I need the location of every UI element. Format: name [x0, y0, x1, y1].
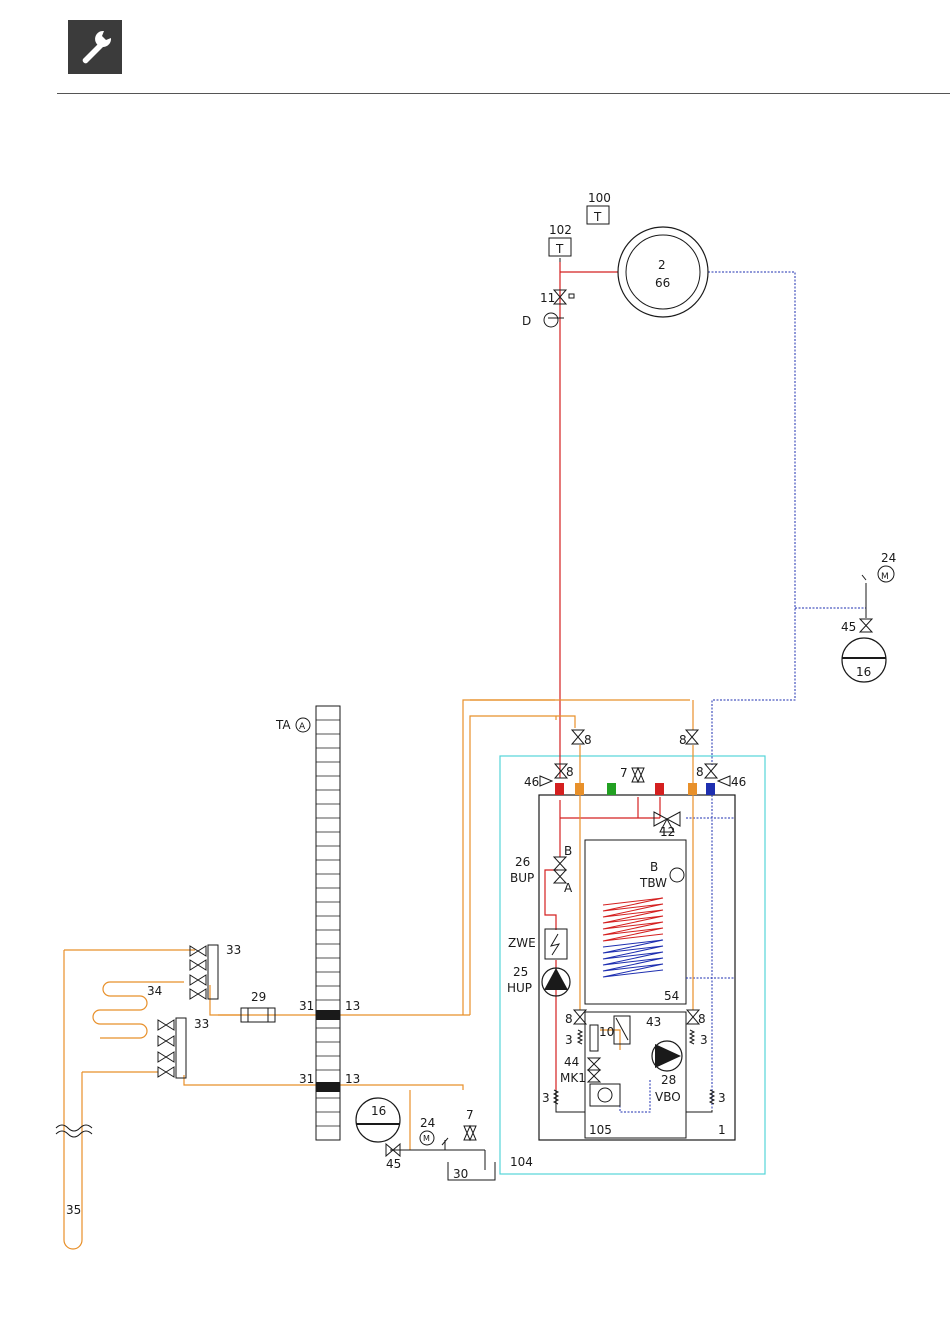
compressor-icon: [598, 1088, 612, 1102]
mixer-mk1: [588, 1058, 600, 1082]
hup-25-label: 25: [513, 965, 528, 979]
sensor-100-symbol: T: [593, 210, 602, 224]
tbw-name-label: TBW: [639, 876, 667, 890]
connector-red-2: [655, 783, 664, 795]
spring-3-mid-left-label: 3: [565, 1033, 573, 1047]
manifold-33b: [176, 1018, 186, 1078]
ta-label: TA: [275, 718, 291, 732]
wall-13b-label: 13: [345, 1072, 360, 1086]
manifold-33a-label: 33: [226, 943, 241, 957]
valve-8-top-left-label: 8: [584, 733, 592, 747]
component-10-label: 10: [599, 1025, 614, 1039]
brine-pipe: [64, 700, 693, 1249]
auxiliary-heater: [545, 929, 567, 959]
valve-8-top-right-label: 8: [679, 733, 687, 747]
sensor-102-symbol: T: [555, 242, 564, 256]
expansion-d-icon: [544, 313, 558, 327]
vbo-28-label: 28: [661, 1073, 676, 1087]
valve-11: [554, 290, 574, 304]
coil-hot: [603, 898, 663, 941]
filter-29-label: 29: [251, 990, 266, 1004]
hup-name-label: HUP: [507, 981, 532, 995]
bup-a-label: A: [564, 881, 573, 895]
tbw-b-label: B: [650, 860, 658, 874]
connector-orange-1: [575, 783, 584, 795]
borehole-break: [56, 1125, 92, 1137]
unit-66-label: 66: [655, 276, 670, 290]
mk-44-label: 44: [564, 1055, 579, 1069]
wall-penetration-lower: [316, 1082, 340, 1092]
return-pipe: [620, 272, 866, 1112]
manometer-bottom-symbol: M: [423, 1134, 430, 1143]
spring-3-bottom-left-label: 3: [542, 1091, 550, 1105]
d-label: D: [522, 314, 531, 328]
wall-penetration-upper: [316, 1010, 340, 1020]
manifold-33a-valves: [190, 946, 206, 999]
wall-bricks: [316, 720, 340, 1126]
bottom-7-label: 7: [466, 1108, 474, 1122]
bottom-24-label: 24: [420, 1116, 435, 1130]
valve-8-mid-right-label: 8: [698, 1012, 706, 1026]
bup-name-label: BUP: [510, 871, 534, 885]
bottom-16-label: 16: [371, 1104, 386, 1118]
wall-31b-label: 31: [299, 1072, 314, 1086]
pipe-34-label: 34: [147, 984, 162, 998]
sensor-100-label: 100: [588, 191, 611, 205]
ta-symbol: A: [299, 722, 306, 732]
wall-13a-label: 13: [345, 999, 360, 1013]
wall-31a-label: 31: [299, 999, 314, 1013]
spring-3-mid-right-label: 3: [700, 1033, 708, 1047]
heat-distribution-unit: [618, 227, 708, 317]
valve-8-mid-left-label: 8: [565, 1012, 573, 1026]
borehole-35-label: 35: [66, 1203, 81, 1217]
component-10: [590, 1025, 598, 1051]
connector-red-1: [555, 783, 564, 795]
spring-3-bottom-right-label: 3: [718, 1091, 726, 1105]
heat-distribution-unit-inner: [626, 235, 700, 309]
coil-cold: [603, 940, 663, 977]
manifold-33b-label: 33: [194, 1017, 209, 1031]
source-pump-arrow-icon: [655, 1044, 681, 1068]
valve-7-top-label: 7: [620, 766, 628, 780]
lightning-icon: [551, 934, 559, 955]
wall: [316, 706, 340, 1140]
valve-46-right-label: 46: [731, 775, 746, 789]
tbw-sensor-icon: [670, 868, 684, 882]
bottom-30-label: 30: [453, 1167, 468, 1181]
valve-12-label: 12: [660, 825, 675, 839]
connector-green: [607, 783, 616, 795]
top-16-label: 16: [856, 665, 871, 679]
connector-orange-2: [688, 783, 697, 795]
top-45-label: 45: [841, 620, 856, 634]
bup-valve: [554, 857, 566, 883]
compressor-box: [590, 1084, 620, 1106]
valve-8-right-label: 8: [696, 765, 704, 779]
safety-valve-7-top: [632, 768, 644, 782]
valve-46-left-label: 46: [524, 775, 539, 789]
module-105-label: 105: [589, 1123, 612, 1137]
zwe-label: ZWE: [508, 936, 536, 950]
valve-8-mid-left: [574, 1010, 586, 1024]
housing-1-label: 1: [718, 1123, 726, 1137]
sensor-102-label: 102: [549, 223, 572, 237]
flow-pipe: [545, 262, 660, 1090]
enclosure-104-label: 104: [510, 1155, 533, 1169]
bup-b-label: B: [564, 844, 572, 858]
bup-26-label: 26: [515, 855, 530, 869]
valve-8-left-label: 8: [566, 765, 574, 779]
valve-45-top: [860, 619, 872, 632]
bottom-45-label: 45: [386, 1157, 401, 1171]
manometer-top-symbol: M: [881, 572, 889, 582]
valve-11-label: 11: [540, 291, 555, 305]
mk-name-label: MK1: [560, 1071, 586, 1085]
component-43-label: 43: [646, 1015, 661, 1029]
connector-blue: [706, 783, 715, 795]
unit-2-label: 2: [658, 258, 666, 272]
vbo-name-label: VBO: [655, 1090, 681, 1104]
safety-valve-7-bottom: [464, 1126, 476, 1140]
tank-54-label: 54: [664, 989, 679, 1003]
top-24-label: 24: [881, 551, 896, 565]
manifold-33b-valves: [158, 1020, 174, 1077]
